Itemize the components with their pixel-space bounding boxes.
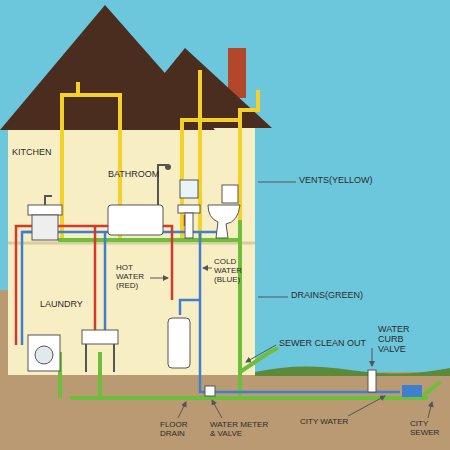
room-label: LAUNDRY (40, 300, 110, 310)
pipe-key-label: COLD WATER (BLUE) (214, 258, 252, 284)
part-label: SEWER CLEAN OUT (279, 339, 389, 349)
water-meter (205, 386, 215, 396)
bathroom-sink (178, 180, 200, 238)
laundry-sink (82, 330, 118, 372)
pipe-key-label: DRAINS(GREEN) (291, 291, 401, 301)
washing-machine (28, 335, 60, 371)
toilet (208, 185, 240, 238)
city-water-main (402, 385, 422, 397)
kitchen-sink (28, 196, 62, 240)
part-label: FLOOR DRAIN (160, 421, 200, 439)
cold-water-pipes (22, 215, 400, 392)
room-label: KITCHEN (12, 148, 82, 158)
pipe-key-label: VENTS(YELLOW) (299, 176, 409, 186)
part-label: WATER METER & VALVE (210, 421, 272, 439)
curb-valve (368, 370, 376, 392)
ground (0, 372, 450, 450)
leader-lines (150, 182, 432, 418)
water-heater (168, 318, 190, 368)
part-label: CITY SEWER (410, 420, 446, 438)
house-wall (8, 125, 255, 375)
part-label: CITY WATER (300, 418, 370, 427)
room-label: BATHROOM (108, 170, 178, 180)
vent-pipes (62, 70, 258, 238)
drain-pipes (58, 220, 440, 398)
part-label: WATER CURB VALVE (378, 325, 428, 355)
roof (120, 48, 272, 128)
grass (255, 366, 450, 376)
pipe-key-label: HOT WATER (RED) (116, 264, 150, 290)
